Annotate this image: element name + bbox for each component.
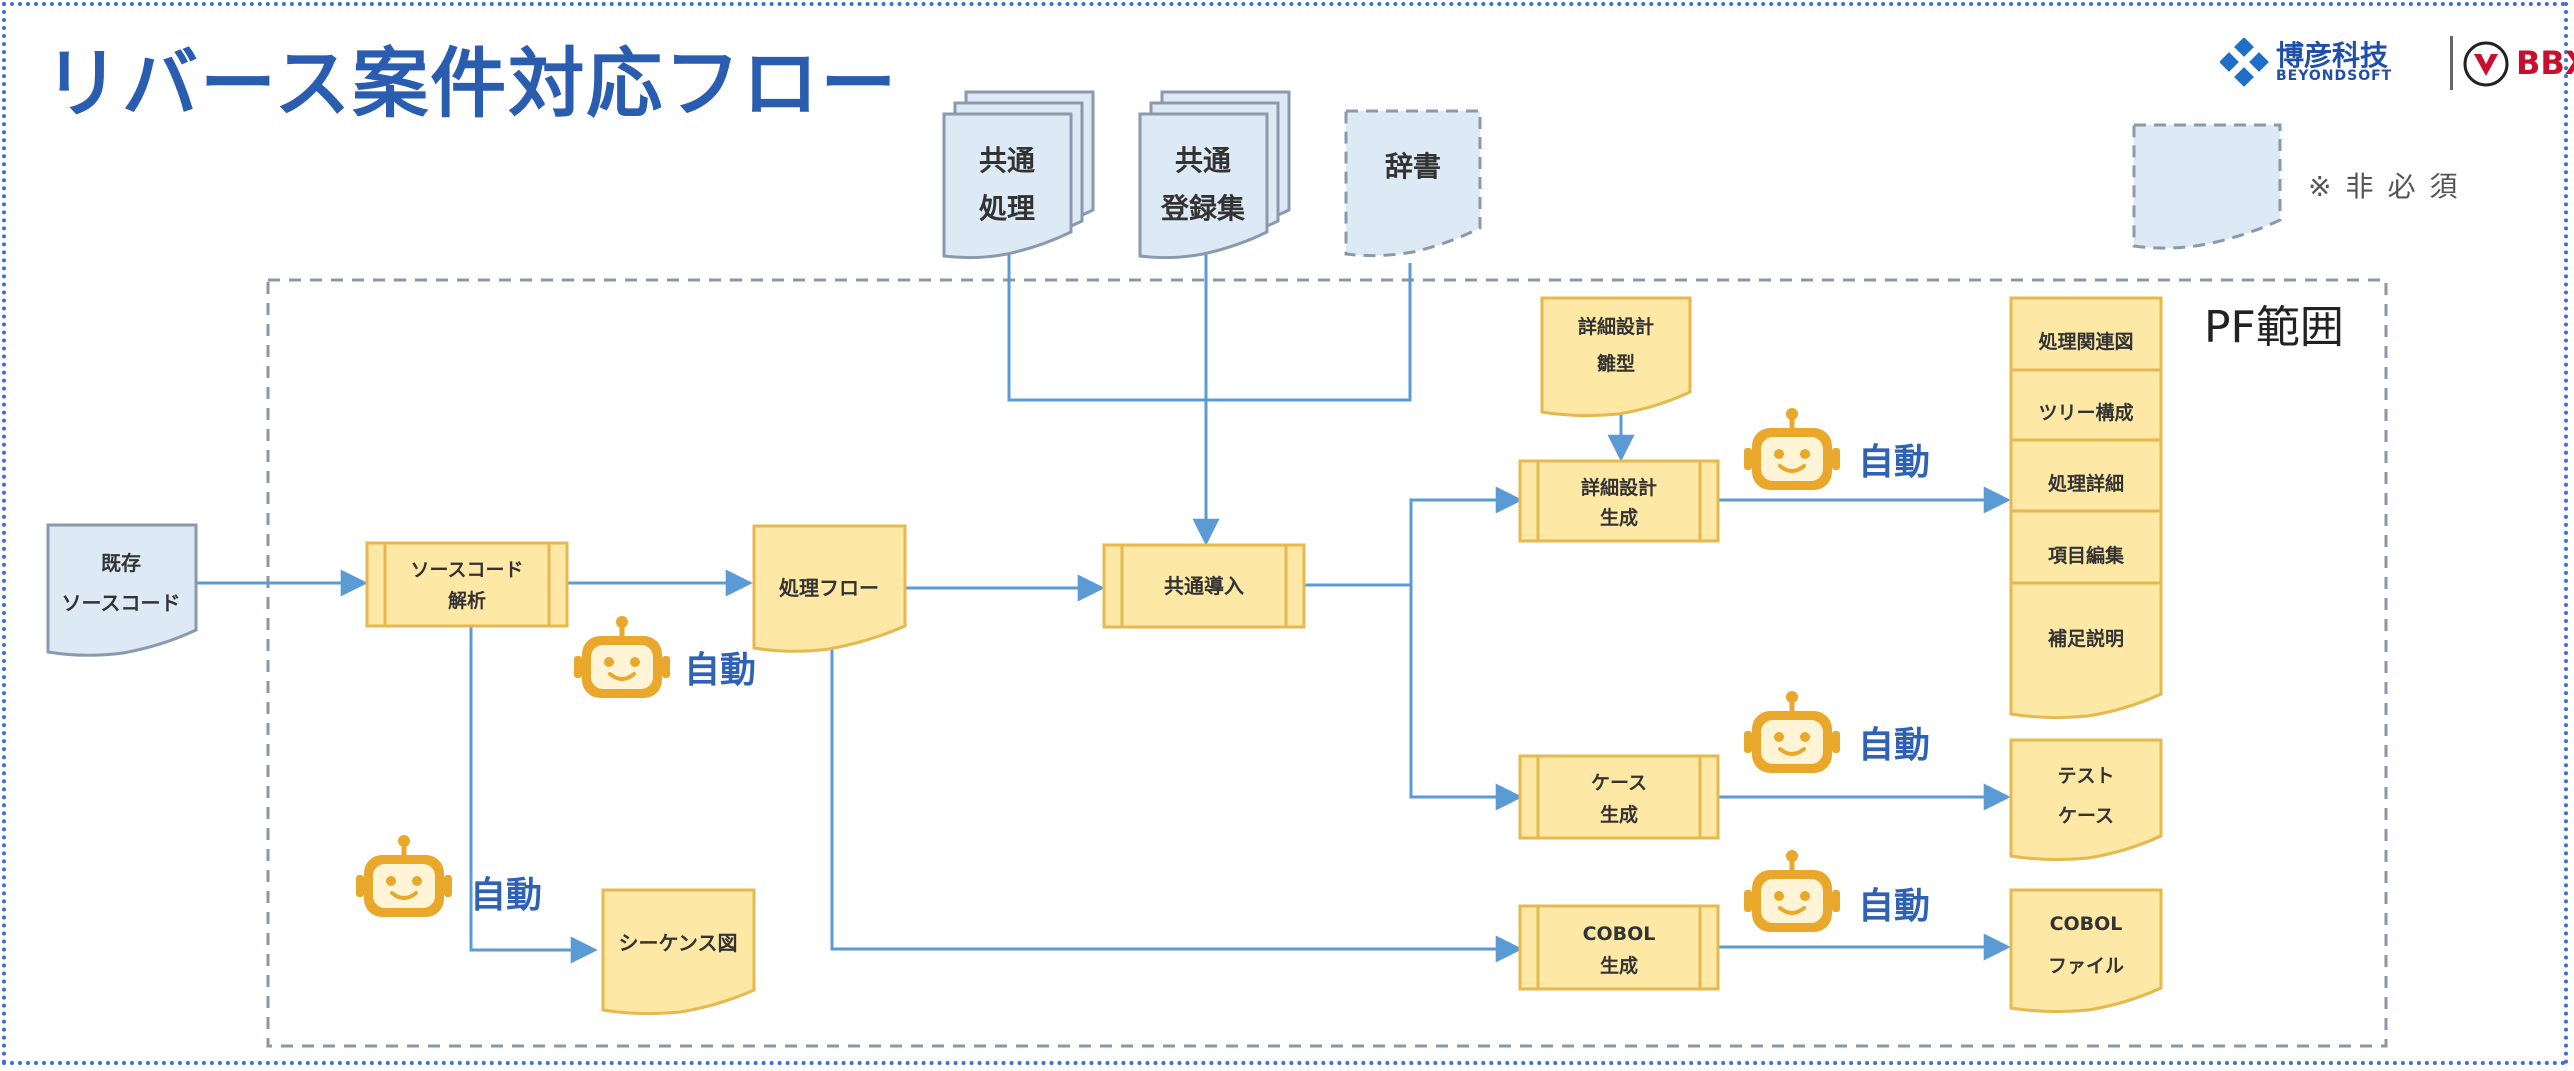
pf-range-box: [266, 278, 2388, 1048]
input-common-process-line2: 処理: [979, 192, 1035, 225]
legend-optional: ※非必須: [2132, 123, 2471, 250]
doc-detail-template-line2: 雛型: [1597, 352, 1635, 375]
process-source-analysis: ソースコード 解析: [365, 541, 569, 628]
connector-import-to-detail: [1409, 486, 1523, 585]
auto-badge-analysis: 自動: [574, 616, 756, 698]
process-common-import-label: 共通導入: [1164, 574, 1244, 598]
process-detail-design-gen-line1: 詳細設計: [1581, 476, 1657, 499]
doc-sequence: シーケンス図: [601, 888, 756, 1016]
doc-detail-template-line1: 詳細設計: [1578, 315, 1654, 338]
robot-icon: [574, 616, 670, 698]
process-source-analysis-line1: ソースコード: [410, 559, 523, 581]
auto-label: 自動: [684, 650, 756, 691]
auto-label: 自動: [1858, 725, 1930, 766]
doc-process-flow-label: 処理フロー: [779, 576, 879, 600]
input-common-register-line2: 登録集: [1160, 192, 1245, 225]
doc-test-case: テスト ケース: [2009, 738, 2163, 862]
auto-badge-case: 自動: [1744, 691, 1930, 773]
logo-separator: [2450, 36, 2453, 90]
auto-label: 自動: [1858, 442, 1930, 483]
logo-company-jp: 博彦科技: [2276, 39, 2389, 72]
input-common-process-line1: 共通: [979, 144, 1035, 177]
logo-company-en: BEYONDSOFT: [2276, 68, 2393, 84]
connector-import-to-case: [1409, 585, 1523, 811]
robot-icon: [356, 835, 452, 917]
auto-badge-detail: 自動: [1744, 408, 1930, 490]
process-cobol-gen: COBOL 生成: [1518, 904, 1720, 991]
legend-optional-text: ※非必須: [2308, 170, 2471, 203]
output-stack: 処理関連図 ツリー構成 処理詳細 項目編集 補足説明: [2009, 296, 2163, 720]
logo-brand: BBX: [2516, 44, 2574, 82]
output-item: 項目編集: [2048, 544, 2125, 567]
robot-icon: [1744, 850, 1840, 932]
process-case-gen-line2: 生成: [1600, 803, 1638, 826]
doc-cobol-file-line2: ファイル: [2048, 955, 2124, 977]
doc-test-case-line2: ケース: [2058, 805, 2114, 827]
process-detail-design-gen-line2: 生成: [1600, 506, 1638, 529]
input-common-register: 共通 登録集: [1138, 90, 1291, 260]
input-dictionary: 辞書: [1344, 109, 1482, 258]
doc-test-case-line1: テスト: [2057, 765, 2114, 787]
output-item: ツリー構成: [2038, 401, 2133, 424]
page-title: リバース案件対応フロー: [44, 39, 899, 128]
auto-label: 自動: [470, 875, 542, 916]
input-common-process: 共通 処理: [942, 90, 1095, 260]
doc-cobol-file: COBOL ファイル: [2009, 888, 2163, 1014]
doc-process-flow: 処理フロー: [752, 524, 907, 653]
bbx-badge-logo-icon: [2463, 41, 2509, 87]
doc-cobol-file-line1: COBOL: [2050, 913, 2123, 935]
company-logo: 博彦科技 BEYONDSOFT BBX: [2220, 32, 2574, 94]
doc-sequence-label: シーケンス図: [619, 931, 738, 955]
input-existing-source: 既存 ソースコード: [46, 523, 198, 657]
robot-icon: [1744, 691, 1840, 773]
auto-badge-cobol: 自動: [1744, 850, 1930, 932]
process-cobol-gen-line1: COBOL: [1583, 923, 1656, 945]
connector-analysis-to-sequence: [469, 626, 598, 964]
beyondsoft-diamond-logo-icon: [2220, 38, 2269, 87]
doc-detail-template: 詳細設計 雛型: [1540, 296, 1692, 418]
pf-range-label: PF範囲: [2204, 302, 2344, 353]
auto-label: 自動: [1858, 886, 1930, 927]
process-common-import: 共通導入: [1102, 543, 1306, 629]
legend-optional-shape: [2132, 123, 2282, 250]
output-item: 処理詳細: [2048, 472, 2124, 495]
connector-flow-to-cobol: [830, 640, 1523, 963]
input-common-register-line1: 共通: [1175, 144, 1231, 177]
output-item: 処理関連図: [2038, 330, 2133, 353]
process-case-gen-line1: ケース: [1591, 772, 1647, 794]
process-case-gen: ケース 生成: [1518, 754, 1720, 840]
connector-inputs-merge: [1007, 250, 1412, 402]
auto-badge-sequence: 自動: [356, 835, 542, 917]
output-item: 補足説明: [2047, 627, 2124, 650]
robot-icon: [1744, 408, 1840, 490]
process-source-analysis-line2: 解析: [448, 589, 486, 612]
input-existing-source-line2: ソースコード: [62, 591, 181, 615]
process-cobol-gen-line2: 生成: [1600, 954, 1638, 977]
input-dictionary-label: 辞書: [1385, 150, 1441, 183]
process-detail-design-gen: 詳細設計 生成: [1518, 459, 1720, 543]
input-existing-source-line1: 既存: [101, 551, 141, 575]
